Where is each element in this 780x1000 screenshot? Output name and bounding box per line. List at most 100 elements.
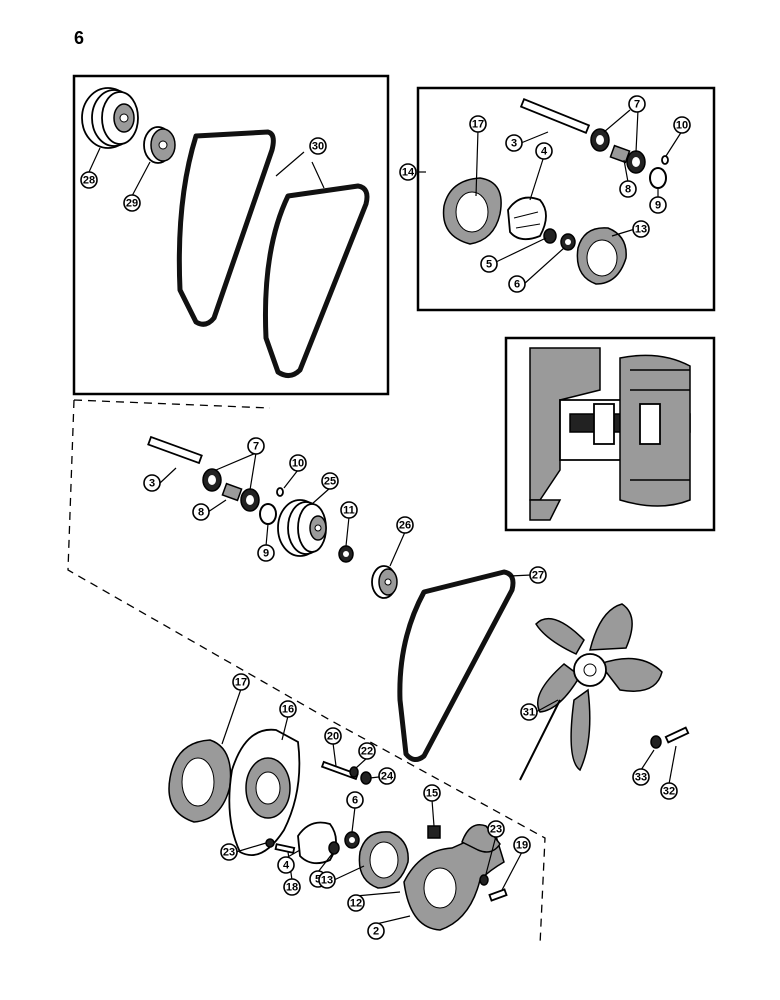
- callout-label: 3: [149, 478, 155, 490]
- callout-label: 30: [312, 141, 324, 153]
- callout-label: 5: [486, 259, 492, 271]
- callout-c2: 2: [367, 922, 385, 940]
- callout-label: 8: [198, 507, 204, 519]
- callout-c20: 20: [324, 727, 342, 745]
- water-pump-housing-2: [403, 824, 505, 931]
- shaft-3b: [147, 435, 203, 465]
- callout-label: 9: [655, 200, 661, 212]
- impeller-4a: [507, 196, 547, 241]
- callout-label: 2: [373, 926, 379, 938]
- callout-c7a: 7: [628, 95, 646, 113]
- callout-c18: 18: [283, 878, 301, 896]
- callout-c17b: 17: [232, 673, 250, 691]
- hub-29: [143, 126, 176, 164]
- seal-5b: [328, 841, 340, 855]
- bearing-7b2: [240, 488, 260, 512]
- assembly-outline: [67, 399, 546, 946]
- page-number: 6: [74, 28, 85, 48]
- callout-c17a: 17: [469, 115, 487, 133]
- callout-c8b: 8: [192, 503, 210, 521]
- callout-label: 15: [426, 788, 438, 800]
- callout-label: 5: [315, 874, 321, 886]
- callout-c16: 16: [279, 700, 297, 718]
- fan-belt-30b: [262, 183, 370, 378]
- washer-10a: [661, 155, 669, 165]
- snap-ring-9b: [259, 503, 277, 525]
- callout-c22: 22: [358, 742, 376, 760]
- belt-pulley-frame: [72, 74, 390, 396]
- bolt-23a: [265, 838, 296, 854]
- plug-15: [427, 825, 441, 839]
- callout-label: 10: [676, 120, 688, 132]
- bearing-7b: [202, 468, 222, 492]
- gasket-13b: [358, 831, 409, 889]
- washer-10b: [276, 487, 284, 497]
- callout-label: 13: [321, 875, 333, 887]
- gasket-17a: [442, 177, 502, 245]
- bolt-19: [488, 888, 508, 902]
- callout-label: 9: [263, 548, 269, 560]
- callout-c23b: 23: [487, 820, 505, 838]
- pump-shaft-frame: [416, 86, 716, 312]
- callout-c5a: 5: [480, 255, 498, 273]
- pump-body-16: [228, 728, 301, 857]
- callout-label: 17: [472, 119, 484, 131]
- callout-c12: 12: [347, 894, 365, 912]
- callout-c19: 19: [513, 836, 531, 854]
- callout-label: 31: [523, 707, 535, 719]
- callout-c6a: 6: [508, 275, 526, 293]
- callout-c9b: 9: [257, 544, 275, 562]
- callout-c30: 30: [309, 137, 327, 155]
- callout-c3b: 3: [143, 474, 161, 492]
- callout-label: 26: [399, 520, 411, 532]
- shaft-3a: [519, 98, 591, 134]
- callout-c23a: 23: [220, 843, 238, 861]
- callout-label: 6: [514, 279, 520, 291]
- callout-label: 22: [361, 746, 373, 758]
- callout-label: 11: [343, 505, 355, 517]
- callout-c32: 32: [660, 782, 678, 800]
- callout-label: 23: [490, 824, 502, 836]
- pump-cross-section: [529, 347, 691, 521]
- pulley-25: [277, 499, 327, 557]
- callout-label: 24: [381, 771, 394, 783]
- seal-6b: [344, 831, 360, 849]
- fan-belt-30a: [176, 129, 276, 327]
- callout-c26: 26: [396, 516, 414, 534]
- callout-c3a: 3: [505, 134, 523, 152]
- callout-label: 27: [532, 570, 544, 582]
- callout-label: 12: [350, 898, 362, 910]
- callout-label: 10: [292, 458, 304, 470]
- callout-c28: 28: [80, 171, 98, 189]
- hub-26: [371, 565, 398, 599]
- callout-label: 19: [516, 840, 528, 852]
- callout-c13a: 13: [632, 220, 650, 238]
- callout-label: 20: [327, 731, 339, 743]
- callout-c24: 24: [378, 767, 396, 785]
- callout-label: 18: [286, 882, 298, 894]
- callout-label: 17: [235, 677, 247, 689]
- washer-33: [650, 735, 662, 749]
- bearing-7a: [590, 128, 610, 152]
- callout-label: 23: [223, 847, 235, 859]
- callout-c9a: 9: [649, 196, 667, 214]
- callout-c8a: 8: [619, 180, 637, 198]
- callout-c25: 25: [321, 472, 339, 490]
- callout-c6b: 6: [346, 791, 364, 809]
- callout-label: 13: [635, 224, 647, 236]
- callout-label: 16: [282, 704, 294, 716]
- callout-c14: 14: [399, 163, 417, 181]
- gasket-17b: [168, 739, 232, 823]
- snap-ring-9a: [649, 167, 667, 189]
- callout-c7b: 7: [247, 437, 265, 455]
- spacer-8b: [221, 482, 243, 502]
- fan-belt-27: [397, 569, 516, 762]
- callout-c4a: 4: [535, 142, 553, 160]
- callout-c4b: 4: [277, 856, 295, 874]
- callout-c10a: 10: [673, 116, 691, 134]
- callout-label: 32: [663, 786, 675, 798]
- callout-c10b: 10: [289, 454, 307, 472]
- bolt-32: [664, 726, 690, 744]
- cross-section-frame: [504, 336, 716, 532]
